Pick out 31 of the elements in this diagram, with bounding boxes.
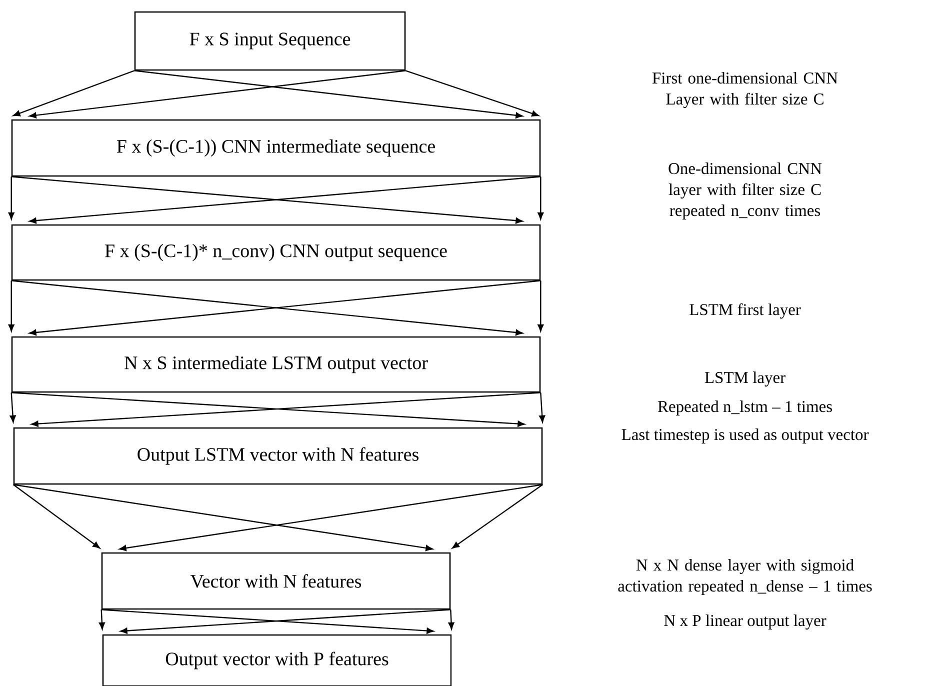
layer-box: F x (S-(C-1)) CNN intermediate sequence <box>11 119 541 177</box>
layer-box: Vector with N features <box>101 552 451 610</box>
layer-box: Output LSTM vector with N features <box>13 427 543 485</box>
layer-description: LSTM layer <box>704 372 786 386</box>
arrow <box>134 70 523 118</box>
arrow <box>448 610 454 630</box>
layer-box: F x S input Sequence <box>134 11 406 71</box>
layer-description: One-dimensional CNN layer with filter size C repeated n_conv times <box>668 162 822 220</box>
layer-box: Output vector with P features <box>102 634 452 686</box>
arrow <box>29 70 406 118</box>
layer-description: LSTM first layer <box>690 303 801 319</box>
layer-description: N x P linear output layer <box>664 614 826 630</box>
arrow <box>538 280 544 332</box>
arrow <box>452 484 543 549</box>
arrow <box>119 484 543 552</box>
layer-description: Repeated n_lstm – 1 times <box>658 400 832 416</box>
arrow <box>8 176 14 220</box>
layer-box: F x (S-(C-1)* n_conv) CNN output sequence <box>11 224 541 281</box>
arrow <box>13 70 135 116</box>
layer-description: First one-dimensional CNN Layer with filter size C <box>652 72 838 108</box>
layer-description: Last timestep is used as output vector <box>622 428 869 444</box>
arrow <box>8 280 14 332</box>
arrow <box>405 70 539 117</box>
arrow <box>538 176 544 220</box>
arrow <box>13 484 433 552</box>
arrow <box>539 392 546 423</box>
layer-box: N x S intermediate LSTM output vector <box>11 336 541 393</box>
layer-description: N x N dense layer with sigmoid activation repeated n_dense – 1 times <box>618 559 872 595</box>
arrow <box>98 610 105 630</box>
arrow <box>10 392 16 423</box>
arrow <box>13 484 100 549</box>
